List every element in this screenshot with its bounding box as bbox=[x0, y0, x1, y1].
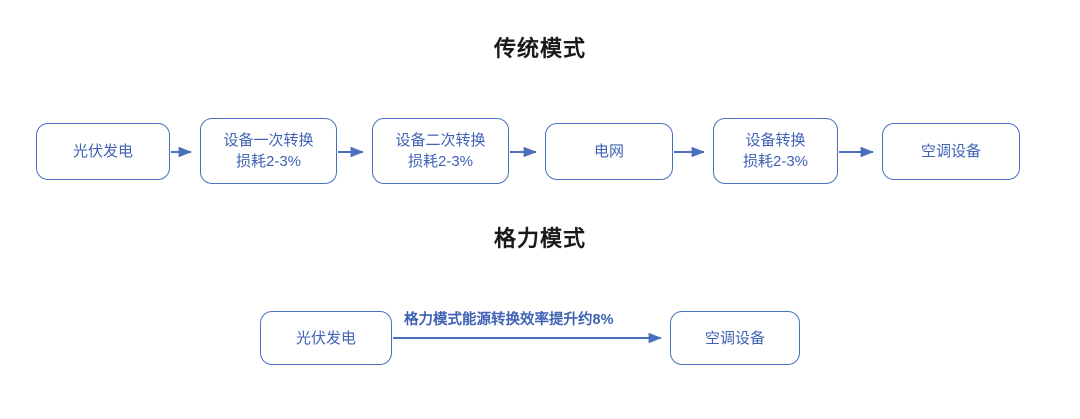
node-label-line2: 损耗2-3% bbox=[742, 153, 809, 170]
section-title-gree: 格力模式 bbox=[493, 226, 586, 251]
node-label-line1: 设备一次转换 bbox=[223, 132, 314, 149]
node-label-line1: 空调设备 bbox=[704, 329, 765, 347]
node-label-line1: 光伏发电 bbox=[72, 143, 133, 160]
node-label-line1: 空调设备 bbox=[920, 143, 981, 160]
node-pv-generation-gree[interactable]: 光伏发电 bbox=[260, 311, 392, 365]
node-label-line1: 设备二次转换 bbox=[395, 132, 486, 149]
node-label-line1: 设备转换 bbox=[745, 132, 806, 149]
edge-label-efficiency-gain: 格力模式能源转换效率提升约8% bbox=[404, 312, 614, 328]
node-air-conditioner-traditional[interactable]: 空调设备 bbox=[882, 123, 1020, 180]
node-air-conditioner-gree[interactable]: 空调设备 bbox=[670, 311, 800, 365]
node-device-conversion-loss[interactable]: 设备转换 损耗2-3% bbox=[713, 118, 838, 184]
node-label-line1: 电网 bbox=[593, 143, 624, 160]
node-label-line2: 损耗2-3% bbox=[407, 153, 474, 170]
section-title-traditional: 传统模式 bbox=[493, 36, 586, 61]
node-first-conversion-loss[interactable]: 设备一次转换 损耗2-3% bbox=[200, 118, 337, 184]
node-label-line1: 光伏发电 bbox=[295, 329, 356, 347]
node-pv-generation-traditional[interactable]: 光伏发电 bbox=[36, 123, 170, 180]
node-second-conversion-loss[interactable]: 设备二次转换 损耗2-3% bbox=[372, 118, 509, 184]
node-label-line2: 损耗2-3% bbox=[235, 153, 302, 170]
node-power-grid[interactable]: 电网 bbox=[545, 123, 673, 180]
